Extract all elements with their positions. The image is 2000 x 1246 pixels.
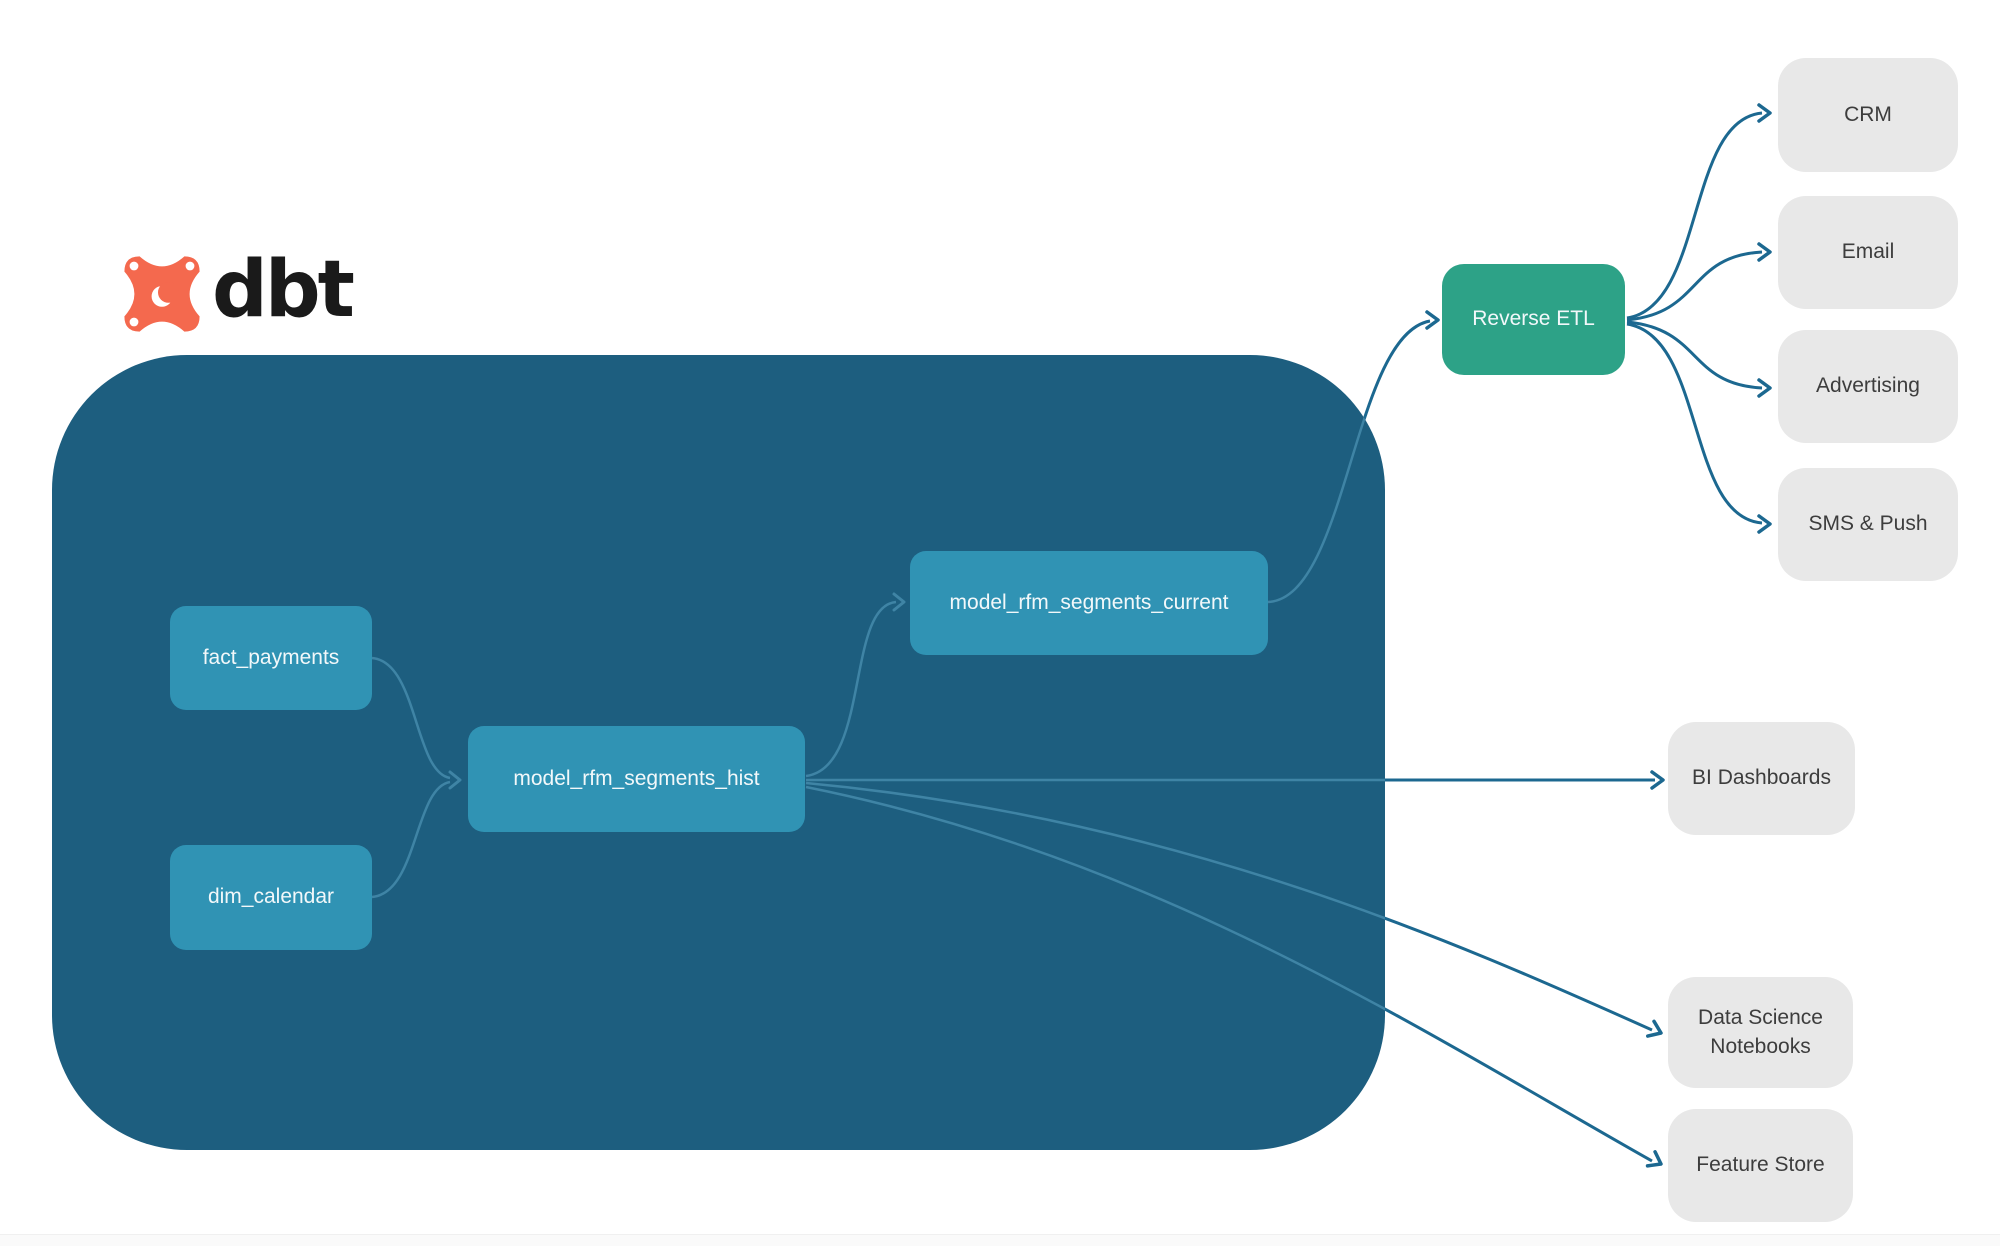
edge-reverse-etl-to-sms-push (1626, 322, 1763, 525)
arrowhead-into-feature-store (1645, 1150, 1663, 1168)
node-reverse-etl-label: Reverse ETL (1472, 307, 1595, 331)
node-dim-calendar-label: dim_calendar (207, 885, 335, 909)
dbt-logo: dbt (122, 245, 355, 335)
node-model-rfm-segments-hist: model_rfm_segments_hist (468, 726, 805, 832)
node-feature-store-label: Feature Store (1696, 1153, 1825, 1177)
arrowhead-into-email (1757, 242, 1772, 262)
arrowhead-into-crm (1757, 103, 1772, 123)
node-fact-payments: fact_payments (170, 606, 372, 710)
node-model-rfm-segments-current: model_rfm_segments_current (910, 551, 1268, 655)
node-email-label: Email (1841, 240, 1895, 264)
node-email: Email (1778, 196, 1958, 309)
node-dim-calendar: dim_calendar (170, 845, 372, 950)
node-fact-payments-label: fact_payments (202, 645, 340, 669)
node-crm: CRM (1778, 58, 1958, 172)
node-sms-push-label: SMS & Push (1808, 512, 1928, 536)
node-crm-label: CRM (1844, 102, 1892, 126)
dbt-logo-icon (124, 256, 200, 332)
arrowhead-into-sms-push (1757, 514, 1772, 534)
arrowhead-into-notebooks (1645, 1019, 1663, 1038)
dbt-wordmark: dbt (212, 245, 355, 335)
node-bi-dashboards-label: BI Dashboards (1692, 766, 1831, 790)
edge-reverse-etl-to-crm (1626, 111, 1763, 320)
node-current-label: model_rfm_segments_current (949, 590, 1229, 614)
arrowhead-into-bi (1650, 770, 1665, 790)
node-advertising: Advertising (1778, 330, 1958, 443)
node-ds-notebooks-label: Data Science Notebooks (1698, 1006, 1823, 1058)
node-feature-store: Feature Store (1668, 1109, 1853, 1222)
node-advertising-label: Advertising (1816, 374, 1920, 398)
node-data-science-notebooks: Data Science Notebooks (1668, 977, 1853, 1088)
arrowhead-into-reverse-etl (1425, 310, 1440, 330)
node-bi-dashboards: BI Dashboards (1668, 722, 1855, 835)
node-reverse-etl: Reverse ETL (1442, 264, 1625, 375)
edge-reverse-etl-to-email (1626, 250, 1763, 322)
node-sms-push: SMS & Push (1778, 468, 1958, 581)
bottom-strip (0, 1234, 2000, 1246)
node-hist-label: model_rfm_segments_hist (513, 766, 760, 790)
arrowhead-into-advertising (1757, 378, 1772, 398)
edge-reverse-etl-to-advertising (1626, 320, 1763, 390)
